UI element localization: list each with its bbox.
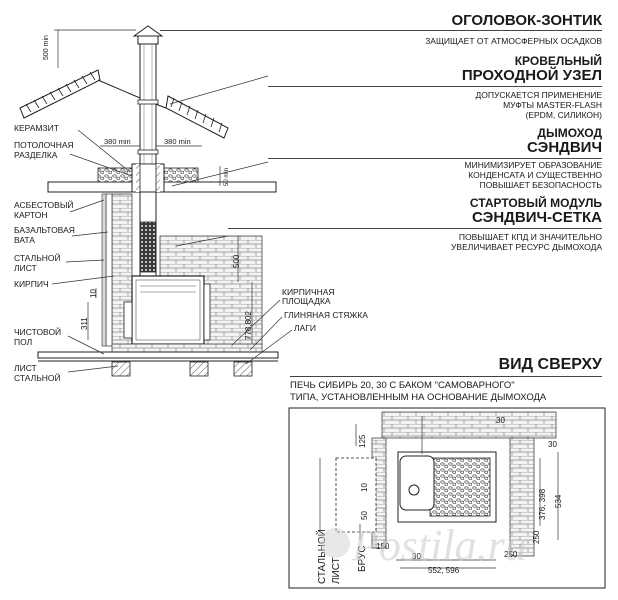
dim-500: 500 <box>232 254 241 268</box>
roof-node-desc-3: (EPDM, СИЛИКОН) <box>525 110 602 120</box>
roof-left <box>19 69 101 119</box>
umbrella-cap <box>132 25 164 45</box>
label-ceiling-cut-1: ПОТОЛОЧНАЯ <box>14 140 74 150</box>
label-asbestos-1: АСБЕСТОВЫЙ <box>14 200 74 210</box>
umbrella-rule <box>160 30 602 31</box>
label-asbestos-2: КАРТОН <box>14 210 48 220</box>
top-dim-30c: 30 <box>412 552 421 561</box>
stove-top <box>397 451 497 523</box>
sandwich-desc-2: КОНДЕНСАТА И СУЩЕСТВЕННО <box>468 170 602 180</box>
side-view <box>19 25 293 377</box>
start-module-title-2: СЭНДВИЧ-СЕТКА <box>472 209 602 226</box>
top-dim-10: 10 <box>360 483 369 492</box>
top-dim-125: 125 <box>358 434 367 448</box>
label-basalt-2: ВАТА <box>14 235 35 245</box>
label-basalt-1: БАЗАЛЬТОВАЯ <box>14 225 75 235</box>
top-view-desc-2: ТИПА, УСТАНОВЛЕННЫМ НА ОСНОВАНИЕ ДЫМОХОД… <box>290 392 547 403</box>
roof-node-desc-1: ДОПУСКАЕТСЯ ПРИМЕНЕНИЕ <box>475 90 603 100</box>
label-steel-bottom-2: СТАЛЬНОЙ <box>14 373 61 383</box>
watermark-logo <box>320 528 350 558</box>
label-clay-screed: ГЛИНЯНАЯ СТЯЖКА <box>284 310 368 320</box>
top-dim-250a: 250 <box>532 530 541 544</box>
top-view-desc-1: ПЕЧЬ СИБИРЬ 20, 30 С БАКОМ "САМОВАРНОГО" <box>290 380 515 391</box>
roof-node-title-1: КРОВЕЛЬНЫЙ <box>514 54 602 68</box>
label-steel-sheet-2: ЛИСТ <box>14 263 37 273</box>
top-view <box>288 407 606 589</box>
sandwich-mesh-module <box>139 191 157 277</box>
top-dim-552: 552, 596 <box>428 566 460 575</box>
dim-380-right: 380 min <box>164 137 191 146</box>
sandwich-title-2: СЭНДВИЧ <box>527 139 602 156</box>
label-brick-platform-1: КИРПИЧНАЯ <box>282 287 335 297</box>
dim-500min: 500 min <box>43 35 50 60</box>
label-steel-bottom-1: ЛИСТ <box>14 363 37 373</box>
top-dim-376: 376, 398 <box>538 488 547 520</box>
dim-380-left: 380 min <box>104 137 131 146</box>
label-joists: ЛАГИ <box>294 323 316 333</box>
label-brick-platform-2: ПЛОЩАДКА <box>282 296 331 306</box>
dim-50min: 50 min <box>224 167 230 186</box>
brick-platform <box>111 343 263 353</box>
stove-body <box>123 275 211 345</box>
start-module-rule <box>228 228 602 229</box>
dimension-lines <box>54 29 253 344</box>
ceiling <box>47 163 277 193</box>
dim-311: 311 <box>80 317 89 330</box>
label-clean-floor-2: ПОЛ <box>14 337 33 347</box>
label-ceiling-cut-2: РАЗДЕЛКА <box>14 150 58 160</box>
dim-10: 10 <box>89 289 98 298</box>
sandwich-title-1: ДЫМОХОД <box>537 126 602 140</box>
top-dim-250b: 250 <box>504 550 518 559</box>
top-dim-150: 150 <box>376 542 390 551</box>
top-dim-30a: 30 <box>496 416 505 425</box>
top-dim-30b: 30 <box>548 440 557 449</box>
chimney-pipe <box>137 43 159 165</box>
start-module-title-1: СТАРТОВЫЙ МОДУЛЬ <box>469 196 602 210</box>
umbrella-title: ОГОЛОВОК-ЗОНТИК <box>451 12 602 29</box>
start-module-desc-2: УВЕЛИЧИВАЕТ РЕСУРС ДЫМОХОДА <box>451 242 602 252</box>
floor <box>37 351 279 362</box>
label-brick: КИРПИЧ <box>14 279 49 289</box>
roof-node-desc-2: МУФТЫ MASTER-FLASH <box>503 100 602 110</box>
start-module-desc-1: ПОВЫШАЕТ КПД И ЗНАЧИТЕЛЬНО <box>458 232 602 242</box>
leader-lines <box>51 75 293 373</box>
steel-sheet-top <box>335 457 377 533</box>
sandwich-desc-3: ПОВЫШАЕТ БЕЗОПАСНОСТЬ <box>479 180 602 190</box>
roof-node-rule <box>268 86 602 87</box>
label-keramzit: КЕРАМЗИТ <box>14 123 59 133</box>
top-view-title: ВИД СВЕРХУ <box>498 356 602 373</box>
top-label-steel-2: ЛИСТ <box>331 557 342 584</box>
umbrella-desc: ЗАЩИЩАЕТ ОТ АТМОСФЕРНЫХ ОСАДКОВ <box>425 36 602 46</box>
sandwich-rule <box>268 158 602 159</box>
label-clean-floor-1: ЧИСТОВОЙ <box>14 327 62 337</box>
top-dimensions <box>319 416 559 569</box>
label-steel-sheet-1: СТАЛЬНОЙ <box>14 253 61 263</box>
dim-778: 778,802 <box>244 311 253 340</box>
top-label-beam: БРУС <box>357 545 368 572</box>
top-view-rule <box>290 376 602 377</box>
joists <box>111 361 253 377</box>
roof-node-title-2: ПРОХОДНОЙ УЗЕЛ <box>461 67 602 84</box>
top-dim-534: 534 <box>554 494 563 508</box>
top-dim-50: 50 <box>360 511 369 520</box>
sandwich-desc-1: МИНИМИЗИРУЕТ ОБРАЗОВАНИЕ <box>464 160 602 170</box>
